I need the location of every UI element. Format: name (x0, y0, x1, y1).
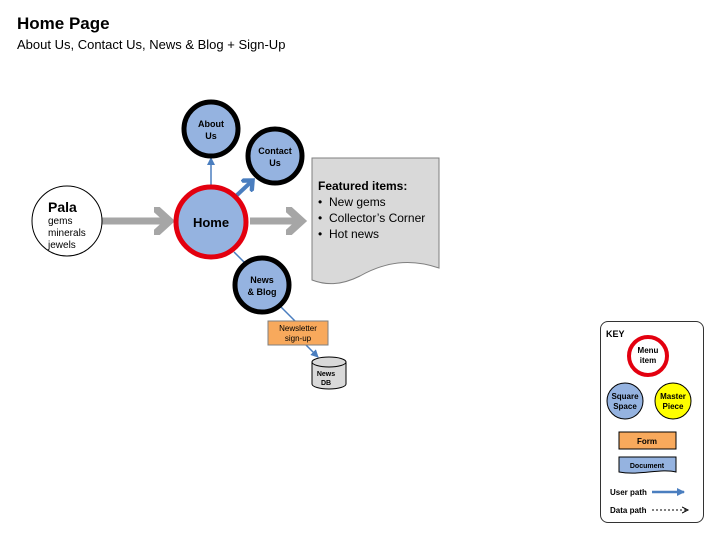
news-line-2: & Blog (248, 287, 277, 297)
newsletter-line-1: Newsletter (279, 324, 317, 333)
key-square-line-1: Square (611, 392, 639, 401)
contact-line-1: Contact (258, 146, 292, 156)
featured-items-document: Featured items: • New gems • Collector’s… (311, 157, 440, 285)
featured-heading: Featured items: (318, 179, 407, 193)
newsletter-to-db-arrow (305, 344, 319, 358)
pala-node: Pala gems minerals jewels (31, 185, 103, 257)
featured-item-3: Hot news (329, 227, 379, 241)
key-master-line-2: Piece (663, 402, 684, 411)
about-us-node: About Us (181, 99, 241, 159)
key-title: KEY (606, 329, 625, 339)
key-menu-item-shape (627, 335, 669, 377)
home-to-contact-arrow (234, 181, 252, 198)
page-subtitle: About Us, Contact Us, News & Blog + Sign… (17, 37, 286, 52)
pala-line-3: jewels (47, 240, 76, 251)
key-master-line-1: Master (660, 392, 686, 401)
featured-bullet-3: • (318, 227, 322, 241)
pala-line-1: gems (48, 216, 72, 227)
key-menu-line-2: item (640, 356, 656, 365)
key-data-path-label: Data path (610, 506, 647, 515)
key-square-space-shape (606, 382, 644, 420)
about-line-2: Us (205, 131, 217, 141)
key-user-path-label: User path (610, 488, 647, 497)
news-to-newsletter-line (279, 305, 297, 323)
news-db-cylinder: News DB (311, 356, 347, 390)
home-label: Home (193, 215, 229, 230)
key-menu-line-1: Menu (638, 346, 659, 355)
featured-item-2: Collector’s Corner (329, 211, 425, 225)
db-line-1: News (317, 371, 335, 378)
key-form-shape (618, 431, 677, 450)
newsletter-line-2: sign-up (285, 334, 312, 343)
home-node: Home (173, 184, 249, 260)
news-blog-node: News & Blog (232, 255, 292, 315)
key-document-label: Document (630, 463, 665, 470)
featured-bullet-1: • (318, 195, 322, 209)
key-form-label: Form (637, 437, 657, 446)
contact-line-2: Us (269, 158, 281, 168)
page-title: Home Page (17, 14, 110, 33)
key-square-line-2: Space (613, 402, 637, 411)
featured-bullet-2: • (318, 211, 322, 225)
about-line-1: About (198, 119, 224, 129)
news-line-1: News (250, 275, 274, 285)
featured-item-1: New gems (329, 195, 386, 209)
contact-us-node: Contact Us (245, 126, 305, 186)
newsletter-signup-form: Newsletter sign-up (267, 320, 329, 346)
pala-title: Pala (48, 199, 77, 215)
key-master-piece-shape (654, 382, 692, 420)
db-line-2: DB (321, 380, 331, 387)
key-document-shape (618, 456, 677, 474)
pala-line-2: minerals (48, 228, 86, 239)
key-contents: KEY Menu item Square Space Master Piece … (606, 329, 692, 515)
